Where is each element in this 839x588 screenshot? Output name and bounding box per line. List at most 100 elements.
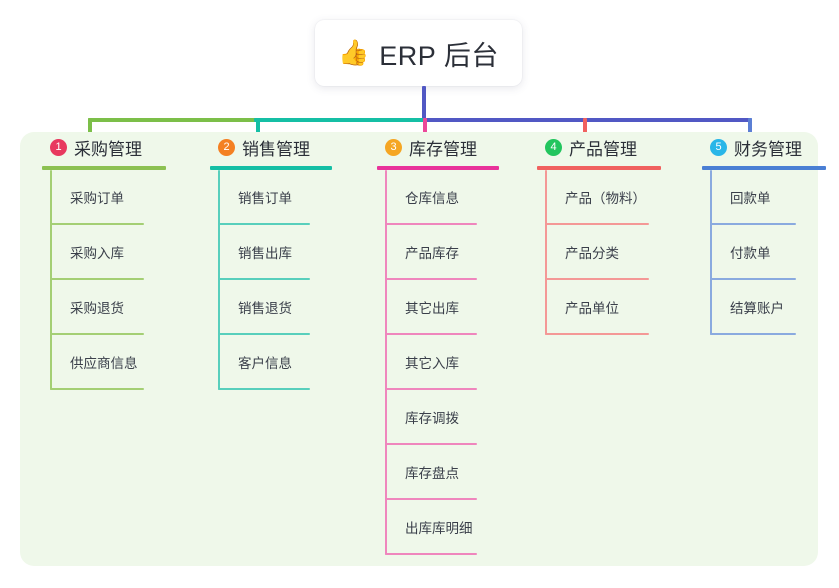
branch-item[interactable]: 出库库明细 [377,500,529,555]
branch-item[interactable]: 付款单 [702,225,839,280]
branch-number-badge: 5 [710,138,727,156]
branch-item-label: 供应商信息 [70,356,138,371]
root-stem [422,86,426,122]
branch-header-rule [537,166,661,170]
branch-item-rule [385,498,477,500]
branch-item-label: 库存盘点 [405,466,459,481]
branch-number-badge: 1 [50,138,67,156]
branch-item-rule [385,388,477,390]
branch-item-rule [385,333,477,335]
branch-item[interactable]: 库存调拨 [377,390,529,445]
branch-title: 采购管理 [74,139,142,159]
thumbs-up-icon: 👍 [338,38,370,67]
branch-item-label: 采购订单 [70,191,124,206]
branch-item-label: 销售退货 [238,301,292,316]
connector-bar-green [88,118,256,122]
branch-column-4: 4 产品管理产品（物料） 产品分类产品单位 [537,132,680,335]
branch-item[interactable]: 仓库信息 [377,170,529,225]
branch-item[interactable]: 产品分类 [537,225,680,280]
branch-item[interactable]: 供应商信息 [42,335,194,390]
branch-column-1: 1 采购管理采购订单采购入库采购退货供应商信息 [42,132,194,390]
branch-number-badge: 2 [218,138,235,156]
branch-item[interactable]: 产品（物料） [537,170,680,225]
root-node-content: 👍 ERP 后台 [338,34,499,73]
root-node-title: ERP 后台 [379,40,499,71]
branch-item[interactable]: 采购退货 [42,280,194,335]
branch-item[interactable]: 采购订单 [42,170,194,225]
branch-item-label: 库存调拨 [405,411,459,426]
branch-column-5: 5 财务管理回款单付款单结算账户 [702,132,839,335]
branch-title: 产品管理 [569,139,637,159]
branch-header-5[interactable]: 5 财务管理 [702,132,839,162]
branch-item-label: 产品（物料） [565,191,646,206]
branch-item-rule [545,278,649,280]
branch-items: 销售订单销售出库销售退货客户信息 [210,170,360,390]
branch-item[interactable]: 其它出库 [377,280,529,335]
branch-item-rule [710,278,796,280]
branch-header-1[interactable]: 1 采购管理 [42,132,194,162]
branch-items: 回款单付款单结算账户 [702,170,839,335]
branch-item[interactable]: 产品库存 [377,225,529,280]
branch-item[interactable]: 结算账户 [702,280,839,335]
branch-item-rule [218,333,310,335]
branch-title: 销售管理 [242,139,310,159]
branch-item-rule [50,333,144,335]
branch-item-rule [218,278,310,280]
branch-item-rule [545,333,649,335]
branch-item-label: 结算账户 [730,301,784,316]
branch-item-rule [50,223,144,225]
branch-header-rule [377,166,499,170]
branch-item-label: 产品库存 [405,246,459,261]
branch-column-2: 2 销售管理销售订单销售出库销售退货客户信息 [210,132,360,390]
branch-header-2[interactable]: 2 销售管理 [210,132,360,162]
branch-item-label: 销售订单 [238,191,292,206]
branch-spine [385,170,387,555]
branch-item-rule [218,388,310,390]
branch-item-label: 采购入库 [70,246,124,261]
branch-item-label: 回款单 [730,191,771,206]
connector-bar-teal [254,118,425,122]
branch-item-label: 其它出库 [405,301,459,316]
branch-item-label: 客户信息 [238,356,292,371]
branch-item-label: 其它入库 [405,356,459,371]
branch-item-rule [50,278,144,280]
branch-spine [710,170,712,335]
branch-item-rule [218,223,310,225]
branch-item[interactable]: 销售订单 [210,170,360,225]
branch-spine [50,170,52,390]
branch-header-rule [42,166,166,170]
branch-item[interactable]: 其它入库 [377,335,529,390]
branch-item[interactable]: 采购入库 [42,225,194,280]
branch-item-label: 产品单位 [565,301,619,316]
branch-header-rule [210,166,332,170]
branch-item-label: 产品分类 [565,246,619,261]
branch-item-rule [385,278,477,280]
branch-header-4[interactable]: 4 产品管理 [537,132,680,162]
branch-title: 财务管理 [734,139,802,159]
branch-item[interactable]: 销售出库 [210,225,360,280]
connector-bar-blue [423,118,752,122]
branch-number-badge: 4 [545,138,562,156]
branch-item-rule [385,443,477,445]
branch-title: 库存管理 [409,139,477,159]
branch-items: 采购订单采购入库采购退货供应商信息 [42,170,194,390]
branch-item-label: 出库库明细 [405,521,473,536]
branch-item[interactable]: 客户信息 [210,335,360,390]
branch-items: 产品（物料） 产品分类产品单位 [537,170,680,335]
branch-item[interactable]: 销售退货 [210,280,360,335]
branch-spine [218,170,220,390]
branch-item[interactable]: 回款单 [702,170,839,225]
branch-item[interactable]: 产品单位 [537,280,680,335]
root-node-card[interactable]: 👍 ERP 后台 [315,20,522,86]
branch-item-rule [385,223,477,225]
branch-header-rule [702,166,826,170]
branch-item-label: 付款单 [730,246,771,261]
branch-item-rule [710,333,796,335]
branch-item-label: 采购退货 [70,301,124,316]
branch-item-rule [50,388,144,390]
branch-item-rule [545,223,649,225]
branch-item-rule [710,223,796,225]
branch-item[interactable]: 库存盘点 [377,445,529,500]
